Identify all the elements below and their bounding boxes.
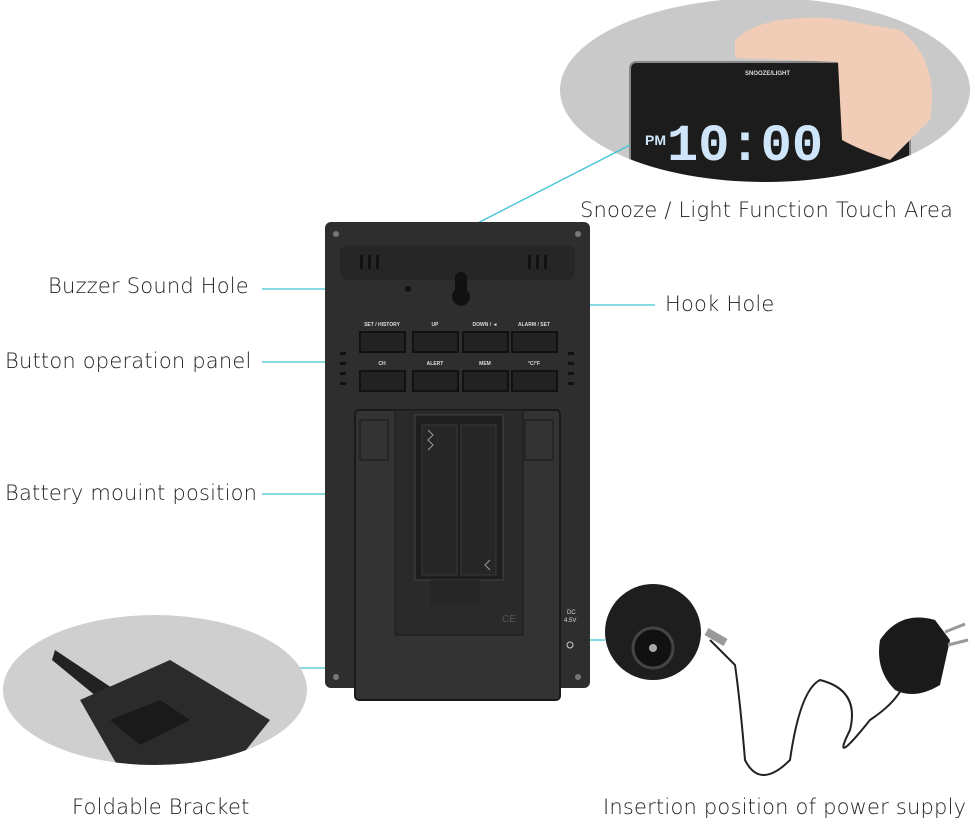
- label-button-panel: Button operation panel: [5, 349, 252, 373]
- dc-voltage: 4.5V: [564, 618, 576, 624]
- label-down: DOWN / ◄: [473, 322, 498, 328]
- label-bracket: Foldable Bracket: [72, 795, 250, 819]
- label-hook: Hook Hole: [665, 292, 775, 316]
- bracket-inset: [3, 615, 307, 765]
- hook-hole: [451, 272, 471, 306]
- ce-mark: CE: [502, 614, 516, 625]
- label-power: Insertion position of power supply: [603, 795, 967, 819]
- inset-time: 10:00: [667, 117, 823, 176]
- label-alarm-set: ALARM / SET: [518, 322, 550, 328]
- clock-rear-body: SET / HISTORY UP DOWN / ◄ ALARM / SET CH…: [325, 222, 590, 701]
- alert-button[interactable]: [412, 370, 459, 392]
- set-history-button[interactable]: [359, 331, 406, 353]
- label-unit: °C/°F: [528, 361, 540, 367]
- label-up: UP: [432, 322, 440, 328]
- dc-polarity-icon: [566, 641, 574, 649]
- button-panel: SET / HISTORY UP DOWN / ◄ ALARM / SET CH…: [359, 322, 558, 392]
- label-alert: ALERT: [427, 361, 444, 367]
- power-adapter[interactable]: [704, 617, 969, 776]
- mem-button[interactable]: [462, 370, 509, 392]
- dc-label: DC: [567, 610, 576, 616]
- inset-touch-label: SNOOZE/LIGHT: [745, 71, 790, 77]
- up-button[interactable]: [412, 331, 459, 353]
- label-ch: CH: [378, 361, 386, 367]
- power-jack-inset: [605, 584, 701, 680]
- inset-ampm: PM: [645, 132, 666, 148]
- alarm-set-button[interactable]: [511, 331, 558, 353]
- label-mem: MEM: [479, 361, 491, 367]
- hand-icon: [735, 17, 932, 160]
- buzzer-hole: [405, 286, 411, 292]
- snooze-inset: SNOOZE/LIGHT PM 10:00: [560, 0, 970, 182]
- label-set-history: SET / HISTORY: [364, 322, 401, 328]
- down-button[interactable]: [462, 331, 509, 353]
- unit-button[interactable]: [511, 370, 558, 392]
- label-battery: Battery mouint position: [5, 481, 258, 505]
- ch-button[interactable]: [359, 370, 406, 392]
- label-buzzer: Buzzer Sound Hole: [48, 274, 249, 298]
- label-snooze-light: Snooze / Light Function Touch Area: [580, 198, 954, 222]
